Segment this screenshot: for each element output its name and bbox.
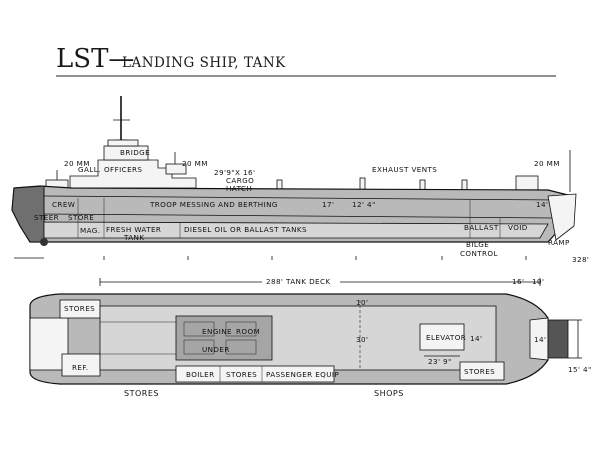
label-void: VOID	[508, 223, 528, 232]
label-room: ROOM	[236, 327, 260, 336]
tank-band	[43, 221, 549, 239]
label-fresh-water-1: FRESH WATER	[106, 225, 161, 234]
label-crew: CREW	[52, 200, 75, 209]
label-boiler: BOILER	[186, 370, 215, 379]
label-tank-deck: 288' TANK DECK	[266, 277, 331, 286]
profile-view: 20 MM 20 MM 20 MM BRIDGE GALL. OFFICERS …	[11, 96, 589, 264]
label-fwd-10: 10'	[532, 277, 544, 286]
label-elevator: ELEVATOR	[426, 333, 466, 342]
label-20mm-left: 20 MM	[64, 159, 90, 168]
bow-ramp	[547, 193, 577, 241]
label-width-30: 30'	[356, 335, 368, 344]
main-deck-line	[43, 195, 561, 201]
bow-doors-plan	[529, 317, 549, 361]
label-troop: TROOP MESSING AND BERTHING	[149, 200, 278, 209]
label-troop-17: 17'	[322, 200, 334, 209]
superstructure	[69, 159, 197, 189]
tank-deck-line	[43, 213, 553, 219]
label-elev-23: 23' 9"	[428, 357, 452, 366]
label-bilge-2: CONTROL	[460, 249, 498, 258]
label-bilge-1: BILGE	[466, 240, 489, 249]
label-fwd-16: 16'	[512, 277, 524, 286]
plan-view: 288' TANK DECK 16' 10'	[29, 276, 592, 398]
label-engine: ENGINE	[202, 327, 232, 336]
label-stores-bottom: STORES	[124, 389, 159, 398]
label-20mm-right: 20 MM	[534, 159, 560, 168]
label-ballast: BALLAST	[464, 223, 499, 232]
label-cargo-hatch-dim: 29'9"X 16'	[214, 168, 255, 177]
propeller	[40, 238, 48, 246]
label-fresh-water-2: TANK	[123, 233, 144, 242]
label-stores-top: STORES	[64, 304, 95, 313]
stores-right-compartment	[459, 361, 505, 381]
label-width-10: 10'	[356, 298, 368, 307]
gun-tub-mid	[165, 163, 187, 175]
ramp-plan	[547, 319, 569, 359]
label-store: STORE	[68, 213, 94, 222]
label-cargo-hatch-2: HATCH	[226, 184, 252, 193]
gun-tub-bow	[515, 175, 539, 191]
label-stores-right: STORES	[464, 367, 495, 376]
engine-room-block	[175, 315, 273, 361]
label-ramp-15: 15' 4"	[568, 365, 592, 374]
label-mag: MAG.	[80, 226, 100, 235]
label-troop-12: 12' 4"	[352, 200, 376, 209]
label-under: UNDER	[202, 345, 230, 354]
label-gall: GALL.	[78, 165, 101, 174]
elevator	[419, 323, 465, 351]
label-ramp-14: 14'	[534, 335, 546, 344]
label-cargo-hatch-1: CARGO	[226, 176, 254, 185]
title-main: LST—	[56, 44, 134, 74]
label-overall-328: 328'	[572, 255, 589, 264]
label-shops: SHOPS	[374, 389, 404, 398]
title-sub: LANDING SHIP, TANK	[122, 55, 286, 71]
boiler-stores-strip	[175, 365, 335, 383]
label-passenger-equip: PASSENGER EQUIP	[266, 370, 339, 379]
label-steer: STEER	[34, 213, 59, 222]
label-exhaust-vents: EXHAUST VENTS	[372, 165, 437, 174]
bridge-top	[107, 139, 139, 147]
label-officers: OFFICERS	[104, 165, 142, 174]
label-bow-14: 14'	[536, 200, 548, 209]
frame-ticks	[103, 256, 527, 260]
tank-deck-label-bg	[262, 276, 340, 286]
stern-block	[11, 185, 45, 243]
label-ref: REF.	[72, 363, 88, 372]
label-20mm-mid: 20 MM	[182, 159, 208, 168]
label-diesel: DIESEL OIL OR BALLAST TANKS	[184, 225, 307, 234]
label-elev-14: 14'	[470, 334, 482, 343]
label-bridge: BRIDGE	[120, 148, 150, 157]
label-ramp: RAMP	[548, 238, 570, 247]
label-stores-mid: STORES	[226, 370, 257, 379]
